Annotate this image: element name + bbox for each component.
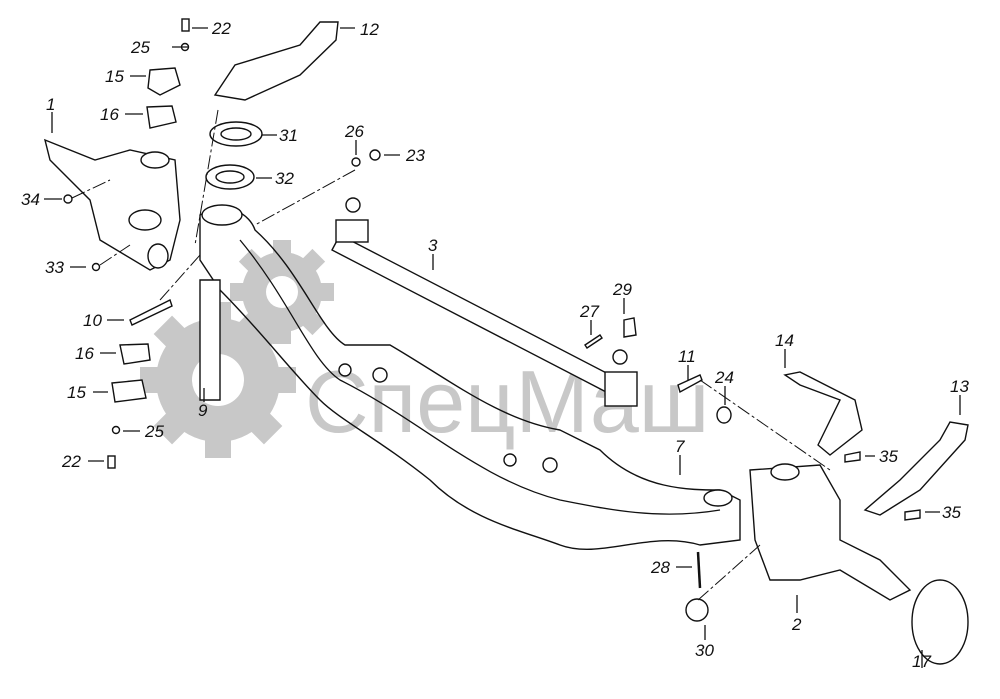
callout-16: 16	[75, 344, 94, 363]
callout-11: 11	[678, 347, 696, 366]
callout-34: 34	[21, 190, 40, 209]
watermark-text: СпецМаш	[305, 352, 709, 451]
watermark-logo: СпецМаш	[140, 240, 709, 458]
callout-1: 1	[46, 95, 55, 114]
callout-9: 9	[198, 401, 208, 420]
callout-33: 33	[45, 258, 64, 277]
callout-27: 27	[579, 302, 599, 321]
callout-35: 35	[942, 503, 961, 522]
callout-13: 13	[950, 377, 969, 396]
callout-26: 26	[344, 122, 364, 141]
steering-knuckle-left	[43, 138, 181, 271]
callout-32: 32	[275, 169, 294, 188]
axle-beam	[199, 204, 741, 551]
callout-30: 30	[695, 641, 714, 660]
callout-14: 14	[775, 331, 794, 350]
steering-arm-12	[213, 21, 339, 101]
hub-seal-ring	[911, 579, 969, 665]
callout-35: 35	[879, 447, 898, 466]
assembly-lines	[71, 109, 831, 601]
watermark-gear-small-icon	[230, 240, 334, 344]
callout-23: 23	[405, 146, 425, 165]
callout-3: 3	[428, 236, 438, 255]
callout-22: 22	[211, 19, 231, 38]
callout-17: 17	[912, 652, 931, 671]
callout-2: 2	[791, 615, 802, 634]
callout-22: 22	[61, 452, 81, 471]
leader-lines	[44, 27, 961, 668]
callout-labels: 22 25 12 15 16 1 31 26 23 32 34 3 33 29 …	[21, 19, 969, 671]
small-parts	[63, 18, 921, 622]
arm-13	[863, 421, 969, 516]
callout-28: 28	[650, 558, 670, 577]
callout-24: 24	[714, 368, 734, 387]
callout-15: 15	[105, 67, 124, 86]
tie-rod	[331, 197, 638, 407]
callout-25: 25	[130, 38, 150, 57]
callout-29: 29	[612, 280, 632, 299]
callout-15: 15	[67, 383, 86, 402]
callout-7: 7	[675, 437, 685, 456]
callout-31: 31	[279, 126, 298, 145]
callout-10: 10	[83, 311, 102, 330]
callout-25: 25	[144, 422, 164, 441]
arm-14	[783, 371, 863, 456]
steering-knuckle-right	[749, 463, 969, 665]
callout-12: 12	[360, 20, 379, 39]
callout-16: 16	[100, 105, 119, 124]
